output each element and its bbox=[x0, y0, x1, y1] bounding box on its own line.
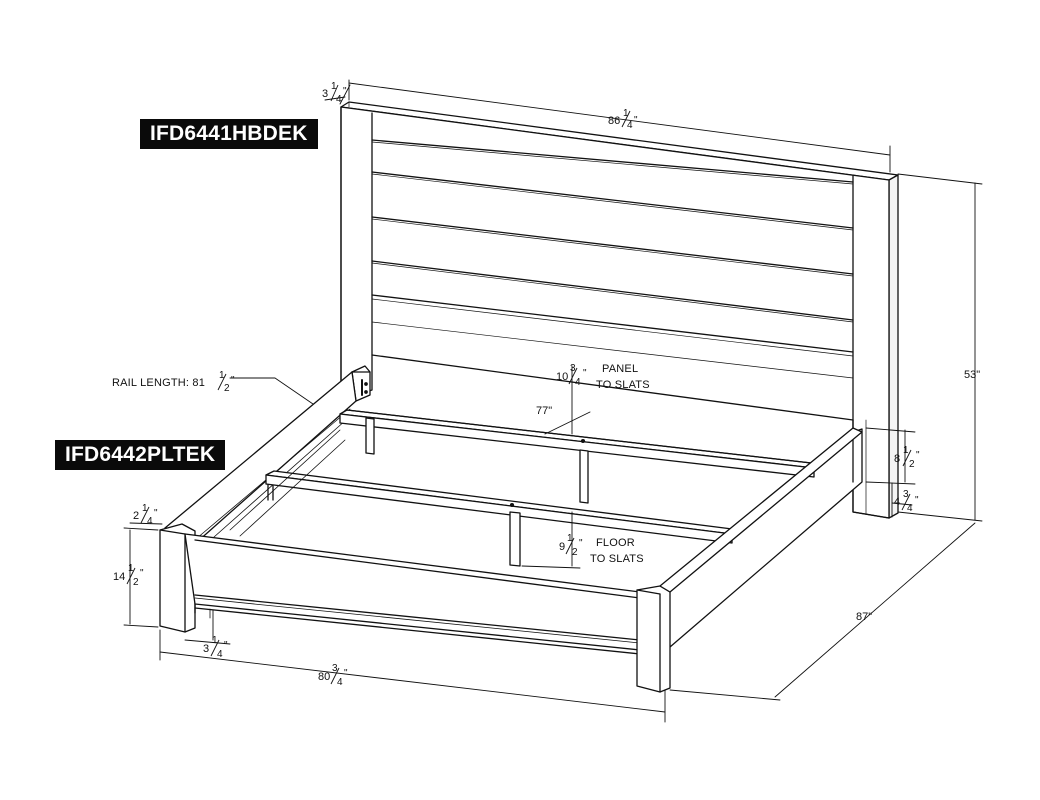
headboard bbox=[340, 101, 899, 519]
dimension-lines bbox=[123, 79, 983, 723]
svg-text:3: 3 bbox=[203, 643, 209, 655]
svg-text:": " bbox=[916, 450, 920, 461]
svg-text:4: 4 bbox=[217, 649, 223, 660]
dimension-labels: 86 1 4 " 3 1 4 " 53" RAIL LENGTH: 81 1 2… bbox=[112, 81, 980, 688]
headboard-depth-dim: 3 1 4 " bbox=[322, 81, 347, 105]
svg-text:TO SLATS: TO SLATS bbox=[590, 553, 644, 565]
svg-text:": " bbox=[344, 668, 348, 679]
svg-text:9: 9 bbox=[559, 541, 565, 553]
svg-text:TO SLATS: TO SLATS bbox=[596, 379, 650, 391]
svg-text:2: 2 bbox=[572, 547, 578, 558]
overall-length-dim: 87" bbox=[856, 611, 872, 623]
overall-width-dim: 80 3 4 " bbox=[318, 663, 348, 688]
svg-text:": " bbox=[231, 375, 235, 386]
svg-text:4: 4 bbox=[894, 496, 900, 508]
svg-text:3: 3 bbox=[903, 489, 909, 500]
svg-text:4: 4 bbox=[907, 503, 913, 514]
footboard-height-dim: 14 1 2 " bbox=[113, 563, 144, 588]
svg-text:80: 80 bbox=[318, 671, 330, 683]
svg-text:4: 4 bbox=[147, 516, 153, 527]
svg-text:4: 4 bbox=[627, 120, 633, 131]
svg-text:1: 1 bbox=[567, 533, 573, 544]
fraction-slashes bbox=[126, 84, 912, 685]
svg-text:4: 4 bbox=[575, 377, 581, 388]
svg-text:4: 4 bbox=[336, 94, 342, 105]
rail-length-dim: RAIL LENGTH: 81 1 2 " bbox=[112, 370, 235, 394]
rail-height-dim: 8 1 2 " bbox=[894, 445, 920, 470]
svg-text:4: 4 bbox=[337, 677, 343, 688]
svg-text:": " bbox=[224, 640, 228, 651]
svg-text:2: 2 bbox=[909, 459, 915, 470]
svg-text:1: 1 bbox=[142, 503, 148, 514]
rail-clearance-dim: 4 3 4 " bbox=[894, 489, 919, 514]
svg-text:3: 3 bbox=[332, 663, 338, 674]
svg-text:1: 1 bbox=[219, 370, 225, 381]
svg-text:": " bbox=[343, 86, 347, 97]
svg-text:": " bbox=[154, 508, 158, 519]
svg-text:2: 2 bbox=[224, 383, 230, 394]
footboard bbox=[159, 427, 863, 693]
svg-text:1: 1 bbox=[903, 445, 909, 456]
svg-text:RAIL LENGTH: 81: RAIL LENGTH: 81 bbox=[112, 377, 205, 389]
slat-supports bbox=[229, 409, 821, 567]
svg-text:3: 3 bbox=[322, 88, 328, 100]
svg-text:10: 10 bbox=[556, 371, 568, 383]
svg-text:3: 3 bbox=[570, 363, 576, 374]
svg-text:FLOOR: FLOOR bbox=[596, 537, 635, 549]
svg-text:2: 2 bbox=[133, 577, 139, 588]
floor-to-slats-dim: 9 1 2 " FLOOR TO SLATS bbox=[559, 533, 644, 565]
footboard-depth-dim: 2 1 4 " bbox=[133, 503, 158, 527]
svg-text:14: 14 bbox=[113, 571, 125, 583]
svg-text:2: 2 bbox=[133, 510, 139, 522]
svg-text:1: 1 bbox=[212, 635, 218, 646]
svg-text:": " bbox=[634, 115, 638, 126]
left-side-rail bbox=[164, 365, 371, 551]
overall-height-dim: 53" bbox=[964, 369, 980, 381]
svg-text:": " bbox=[583, 368, 587, 379]
svg-text:86: 86 bbox=[608, 115, 620, 127]
svg-text:1: 1 bbox=[623, 108, 629, 119]
inner-width-dim: 77" bbox=[536, 405, 552, 417]
svg-text:8: 8 bbox=[894, 453, 900, 465]
svg-text:1: 1 bbox=[128, 563, 134, 574]
headboard-width-dim: 86 1 4 " bbox=[608, 108, 638, 131]
svg-text:": " bbox=[915, 495, 919, 506]
svg-text:": " bbox=[579, 538, 583, 549]
platform-model-label: IFD6442PLTEK bbox=[55, 440, 226, 470]
svg-text:": " bbox=[140, 568, 144, 579]
svg-text:PANEL: PANEL bbox=[602, 363, 638, 375]
svg-text:1: 1 bbox=[331, 81, 337, 92]
post-width-dim: 3 1 4 " bbox=[203, 635, 228, 660]
headboard-model-label: IFD6441HBDEK bbox=[140, 119, 318, 149]
panel-to-slats-dim: 10 3 4 " PANEL TO SLATS bbox=[556, 363, 650, 391]
